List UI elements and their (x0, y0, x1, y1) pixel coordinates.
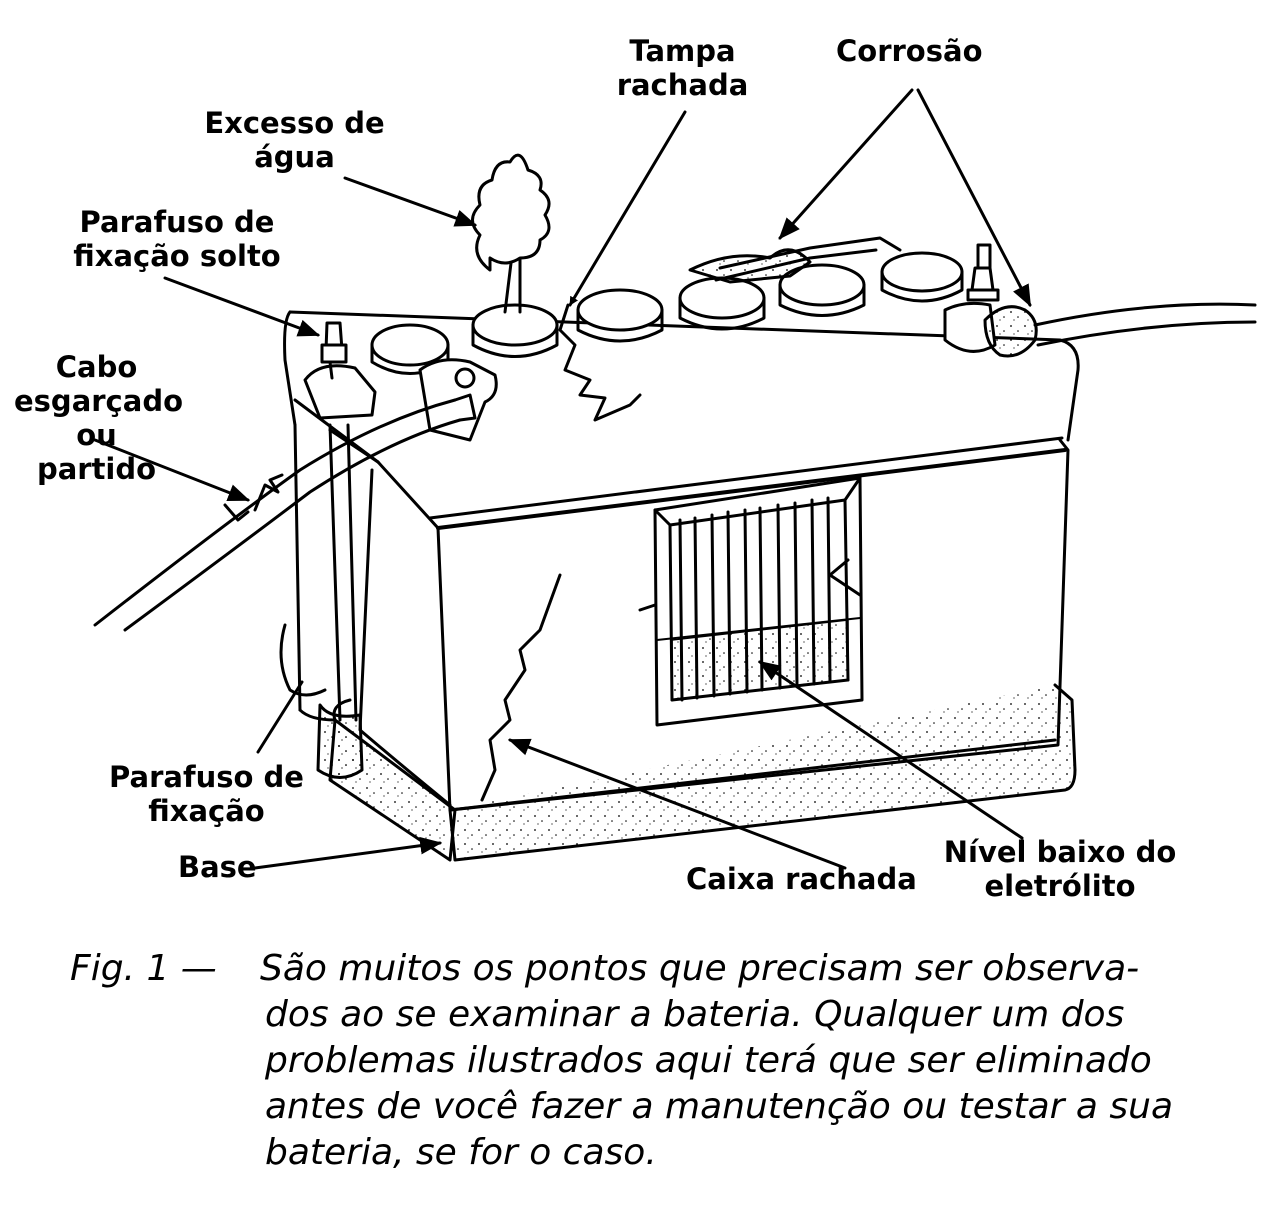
label-corrosao: Corrosão (836, 34, 983, 68)
label-nivel-baixo: Nível baixo do eletrólito (940, 835, 1180, 903)
excess-water-icon (473, 155, 550, 312)
cutaway-window (640, 478, 862, 725)
caption-line: antes de você fazer a manutenção ou test… (265, 1084, 1180, 1130)
terminal-corrosion (985, 307, 1036, 356)
caption-line: problemas ilustrados aqui terá que ser e… (265, 1038, 1180, 1084)
caption-line: dos ao se examinar a bateria. Qualquer u… (265, 992, 1180, 1038)
caption-line: São muitos os pontos que precisam ser ob… (260, 946, 1180, 992)
label-caixa-rachada: Caixa rachada (686, 862, 917, 896)
label-cabo: Cabo esgarçado ou partido (14, 350, 179, 486)
case-crack (482, 575, 560, 800)
cell-caps (372, 253, 962, 374)
label-parafuso-solto: Parafuso de fixação solto (72, 205, 282, 273)
label-excesso-agua: Excesso de água (202, 106, 387, 174)
caption-text: São muitos os pontos que precisam ser ob… (265, 940, 1180, 1176)
figure-caption: Fig. 1 — São muitos os pontos que precis… (70, 940, 1180, 1176)
caption-line: bateria, se for o caso. (265, 1130, 1180, 1176)
label-tampa-rachada: Tampa rachada (610, 34, 755, 102)
label-base: Base (178, 850, 257, 884)
figure-number: Fig. 1 — (70, 946, 255, 992)
label-parafuso-fixacao: Parafuso de fixação (104, 760, 309, 828)
